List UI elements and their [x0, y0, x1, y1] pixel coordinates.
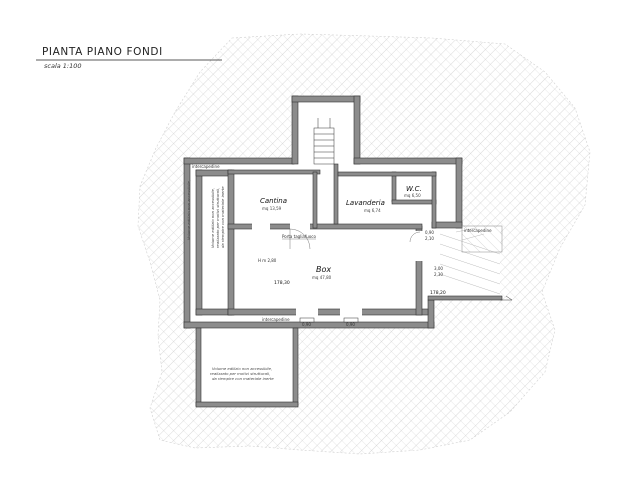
opening-dim-r1: 3,00	[434, 266, 443, 271]
volume-note-bottom-line-1: Volume edilizio non accessibile,	[212, 366, 272, 371]
page-title: PIANTA PIANO FONDI	[42, 46, 163, 58]
level-left: 178,30	[274, 280, 290, 286]
volume-note-left-line-2: realizzato per motivi strutturali,	[215, 188, 220, 248]
lower-volume-footprint	[196, 328, 298, 406]
ramp-edge	[461, 225, 503, 253]
volume-note-bottom-line-2: realizzato per motivi strutturali,	[210, 371, 270, 376]
volume-note-mid-line-1: Volume edilizio non accessibile,	[186, 180, 191, 240]
room-name-lavanderia: Lavanderia	[346, 199, 385, 207]
staircase	[313, 118, 335, 165]
volume-note-left: Volume edilizio non accessibile, realizz…	[210, 186, 225, 248]
room-area-cantina: mq 13,59	[262, 206, 282, 211]
intercapedine-label-top: intercapedine	[192, 164, 220, 169]
level-right: 178,20	[430, 290, 446, 296]
walls	[183, 95, 503, 408]
room-area-lavanderia: mq 6,74	[364, 208, 381, 213]
room-name-box: Box	[316, 265, 331, 274]
boundary-arrows	[500, 295, 513, 301]
door-openings	[252, 223, 424, 316]
volume-note-bottom-line-3: da riempire con materiale inerte	[212, 376, 274, 381]
volume-note-bottom: Volume edilizio non accessibile, realizz…	[210, 366, 274, 381]
opening-dim-v2: 2,10	[425, 236, 434, 241]
room-name-wc: W.C.	[406, 185, 422, 193]
volume-note-left-line-3: da riempire con materiale inerte	[220, 186, 225, 248]
scale-label: scala 1:100	[44, 62, 82, 70]
opening-dim-r2: 2,30	[434, 272, 443, 277]
volume-note-mid: Volume edilizio non accessibile,	[186, 180, 191, 240]
window-dim-2: 0,90	[346, 322, 355, 327]
height-label: H m 2,80	[258, 258, 277, 263]
porta-tagliafuoco-label: Porta tagliafuoco	[282, 234, 316, 239]
room-area-box: mq 47,80	[312, 275, 332, 280]
volume-note-left-line-1: Volume edilizio non accessibile,	[210, 188, 215, 248]
intercapedine-label-bottom: intercapedine	[262, 317, 290, 322]
windows	[299, 317, 359, 323]
intercapedine-label-right: intercapedine	[464, 228, 492, 233]
room-name-cantina: Cantina	[260, 197, 287, 205]
opening-dim-v1: 0,90	[425, 230, 434, 235]
room-area-wc: mq 6,50	[404, 193, 421, 198]
window-dim-1: 0,90	[302, 322, 311, 327]
